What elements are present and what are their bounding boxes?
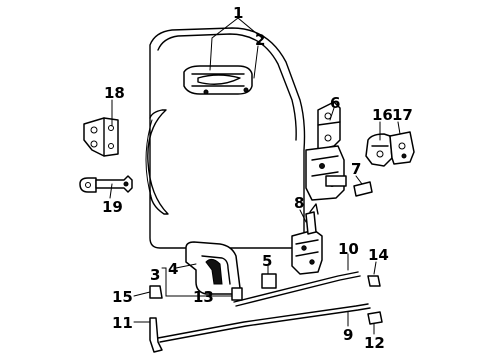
callout-7: 7 — [351, 160, 361, 178]
outside-door-handle — [183, 65, 253, 95]
callout-5: 5 — [262, 252, 272, 270]
lock-rod-10 — [233, 271, 361, 307]
callout-4: 4 — [168, 260, 178, 278]
callout-11: 11 — [112, 314, 133, 332]
callout-14: 14 — [368, 246, 389, 264]
lock-assembly — [291, 203, 323, 275]
door-check-strap — [79, 175, 133, 193]
callout-16: 16 — [372, 106, 393, 124]
leader-lines — [109, 17, 401, 335]
callout-19: 19 — [102, 198, 123, 216]
callout-6: 6 — [330, 94, 340, 112]
callout-labels: 1 2 3 4 5 6 7 8 9 10 11 12 13 14 15 16 1… — [102, 4, 413, 352]
rod-clip-15 — [149, 285, 163, 299]
callout-3: 3 — [150, 266, 160, 284]
callout-2: 2 — [255, 31, 265, 49]
door-lock-actuator-latch — [305, 101, 347, 201]
hinge-upper — [83, 117, 119, 157]
callout-9: 9 — [343, 326, 353, 344]
callout-13: 13 — [193, 288, 214, 306]
rod-clip-14 — [367, 275, 381, 287]
callout-15: 15 — [112, 288, 133, 306]
callout-12: 12 — [364, 334, 385, 352]
striker-right — [389, 131, 415, 165]
callout-10: 10 — [338, 240, 359, 258]
lock-rod-11 — [149, 317, 163, 353]
callout-1: 1 — [233, 4, 243, 22]
callout-17: 17 — [392, 106, 413, 124]
rod-clip-12 — [367, 311, 383, 325]
lock-rod-9 — [157, 303, 371, 343]
callout-18: 18 — [104, 84, 125, 102]
rear-door-outline — [145, 27, 306, 249]
latch-cover-bracket — [353, 181, 373, 197]
rod-clip-13 — [231, 287, 243, 301]
inside-door-handle — [185, 241, 241, 295]
rod-clip-5 — [261, 273, 277, 289]
striker-left — [365, 133, 393, 167]
callout-8: 8 — [294, 194, 304, 212]
